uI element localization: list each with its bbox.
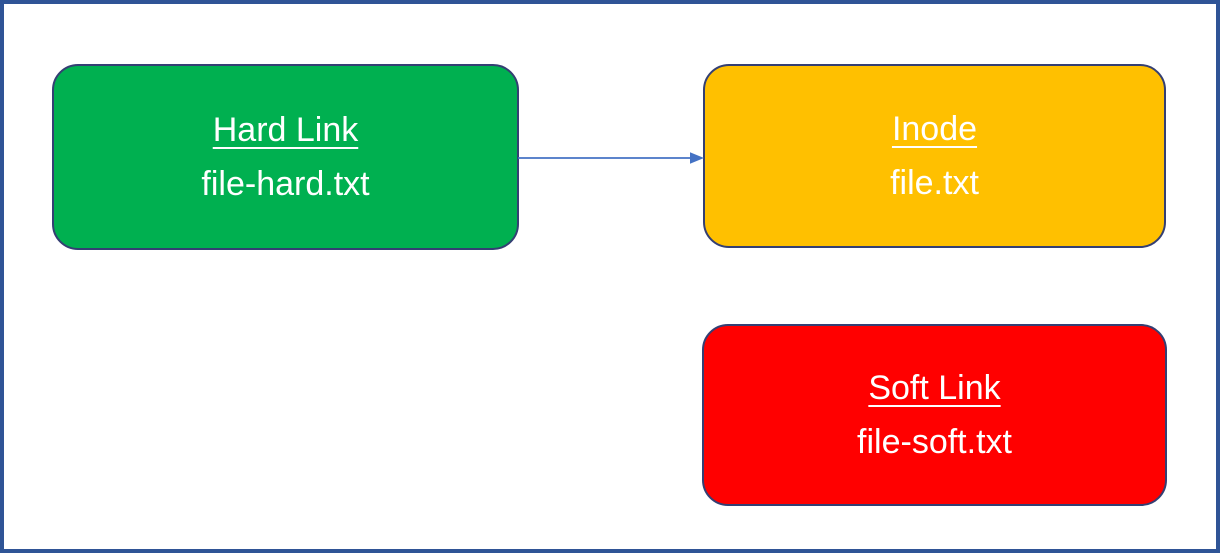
- node-hard-link-subtitle: file-hard.txt: [201, 165, 370, 203]
- node-soft-link-subtitle: file-soft.txt: [857, 423, 1012, 461]
- node-soft-link-title: Soft Link: [868, 368, 1001, 407]
- arrowhead-icon: [690, 152, 704, 164]
- connector-hard-link-to-inode: [518, 152, 704, 164]
- node-inode-subtitle: file.txt: [890, 164, 979, 202]
- node-hard-link: Hard Link file-hard.txt: [52, 64, 519, 250]
- node-inode: Inode file.txt: [703, 64, 1166, 248]
- node-inode-title: Inode: [891, 109, 978, 148]
- node-soft-link: Soft Link file-soft.txt: [702, 324, 1167, 506]
- node-hard-link-title: Hard Link: [212, 110, 359, 149]
